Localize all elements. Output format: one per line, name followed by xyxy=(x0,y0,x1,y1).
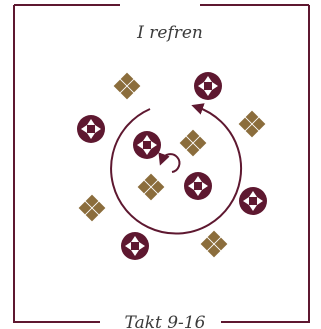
circle-dancer-icon xyxy=(133,131,161,159)
diamond-dancer-icon xyxy=(137,173,165,201)
clockwise-arrow-small-icon xyxy=(158,152,181,173)
diamond-dancer-icon xyxy=(179,129,207,157)
circle-dancer-icon xyxy=(194,72,222,100)
clockwise-arrow-icon xyxy=(110,103,243,235)
diagram-title: I refren xyxy=(136,23,203,43)
circle-dancer-icon xyxy=(184,172,212,200)
diagram-caption: Takt 9-16 xyxy=(125,313,206,329)
circle-dancer-icon xyxy=(77,115,105,143)
circle-dancer-icon xyxy=(239,187,267,215)
circle-dancer-icon xyxy=(121,232,149,260)
diamond-dancer-icon xyxy=(78,194,106,222)
frame xyxy=(13,4,310,323)
circle-dancers xyxy=(77,72,267,260)
diamond-dancers xyxy=(78,72,266,258)
diamond-dancer-icon xyxy=(200,230,228,258)
diamond-dancer-icon xyxy=(238,110,266,138)
diamond-dancer-icon xyxy=(113,72,141,100)
